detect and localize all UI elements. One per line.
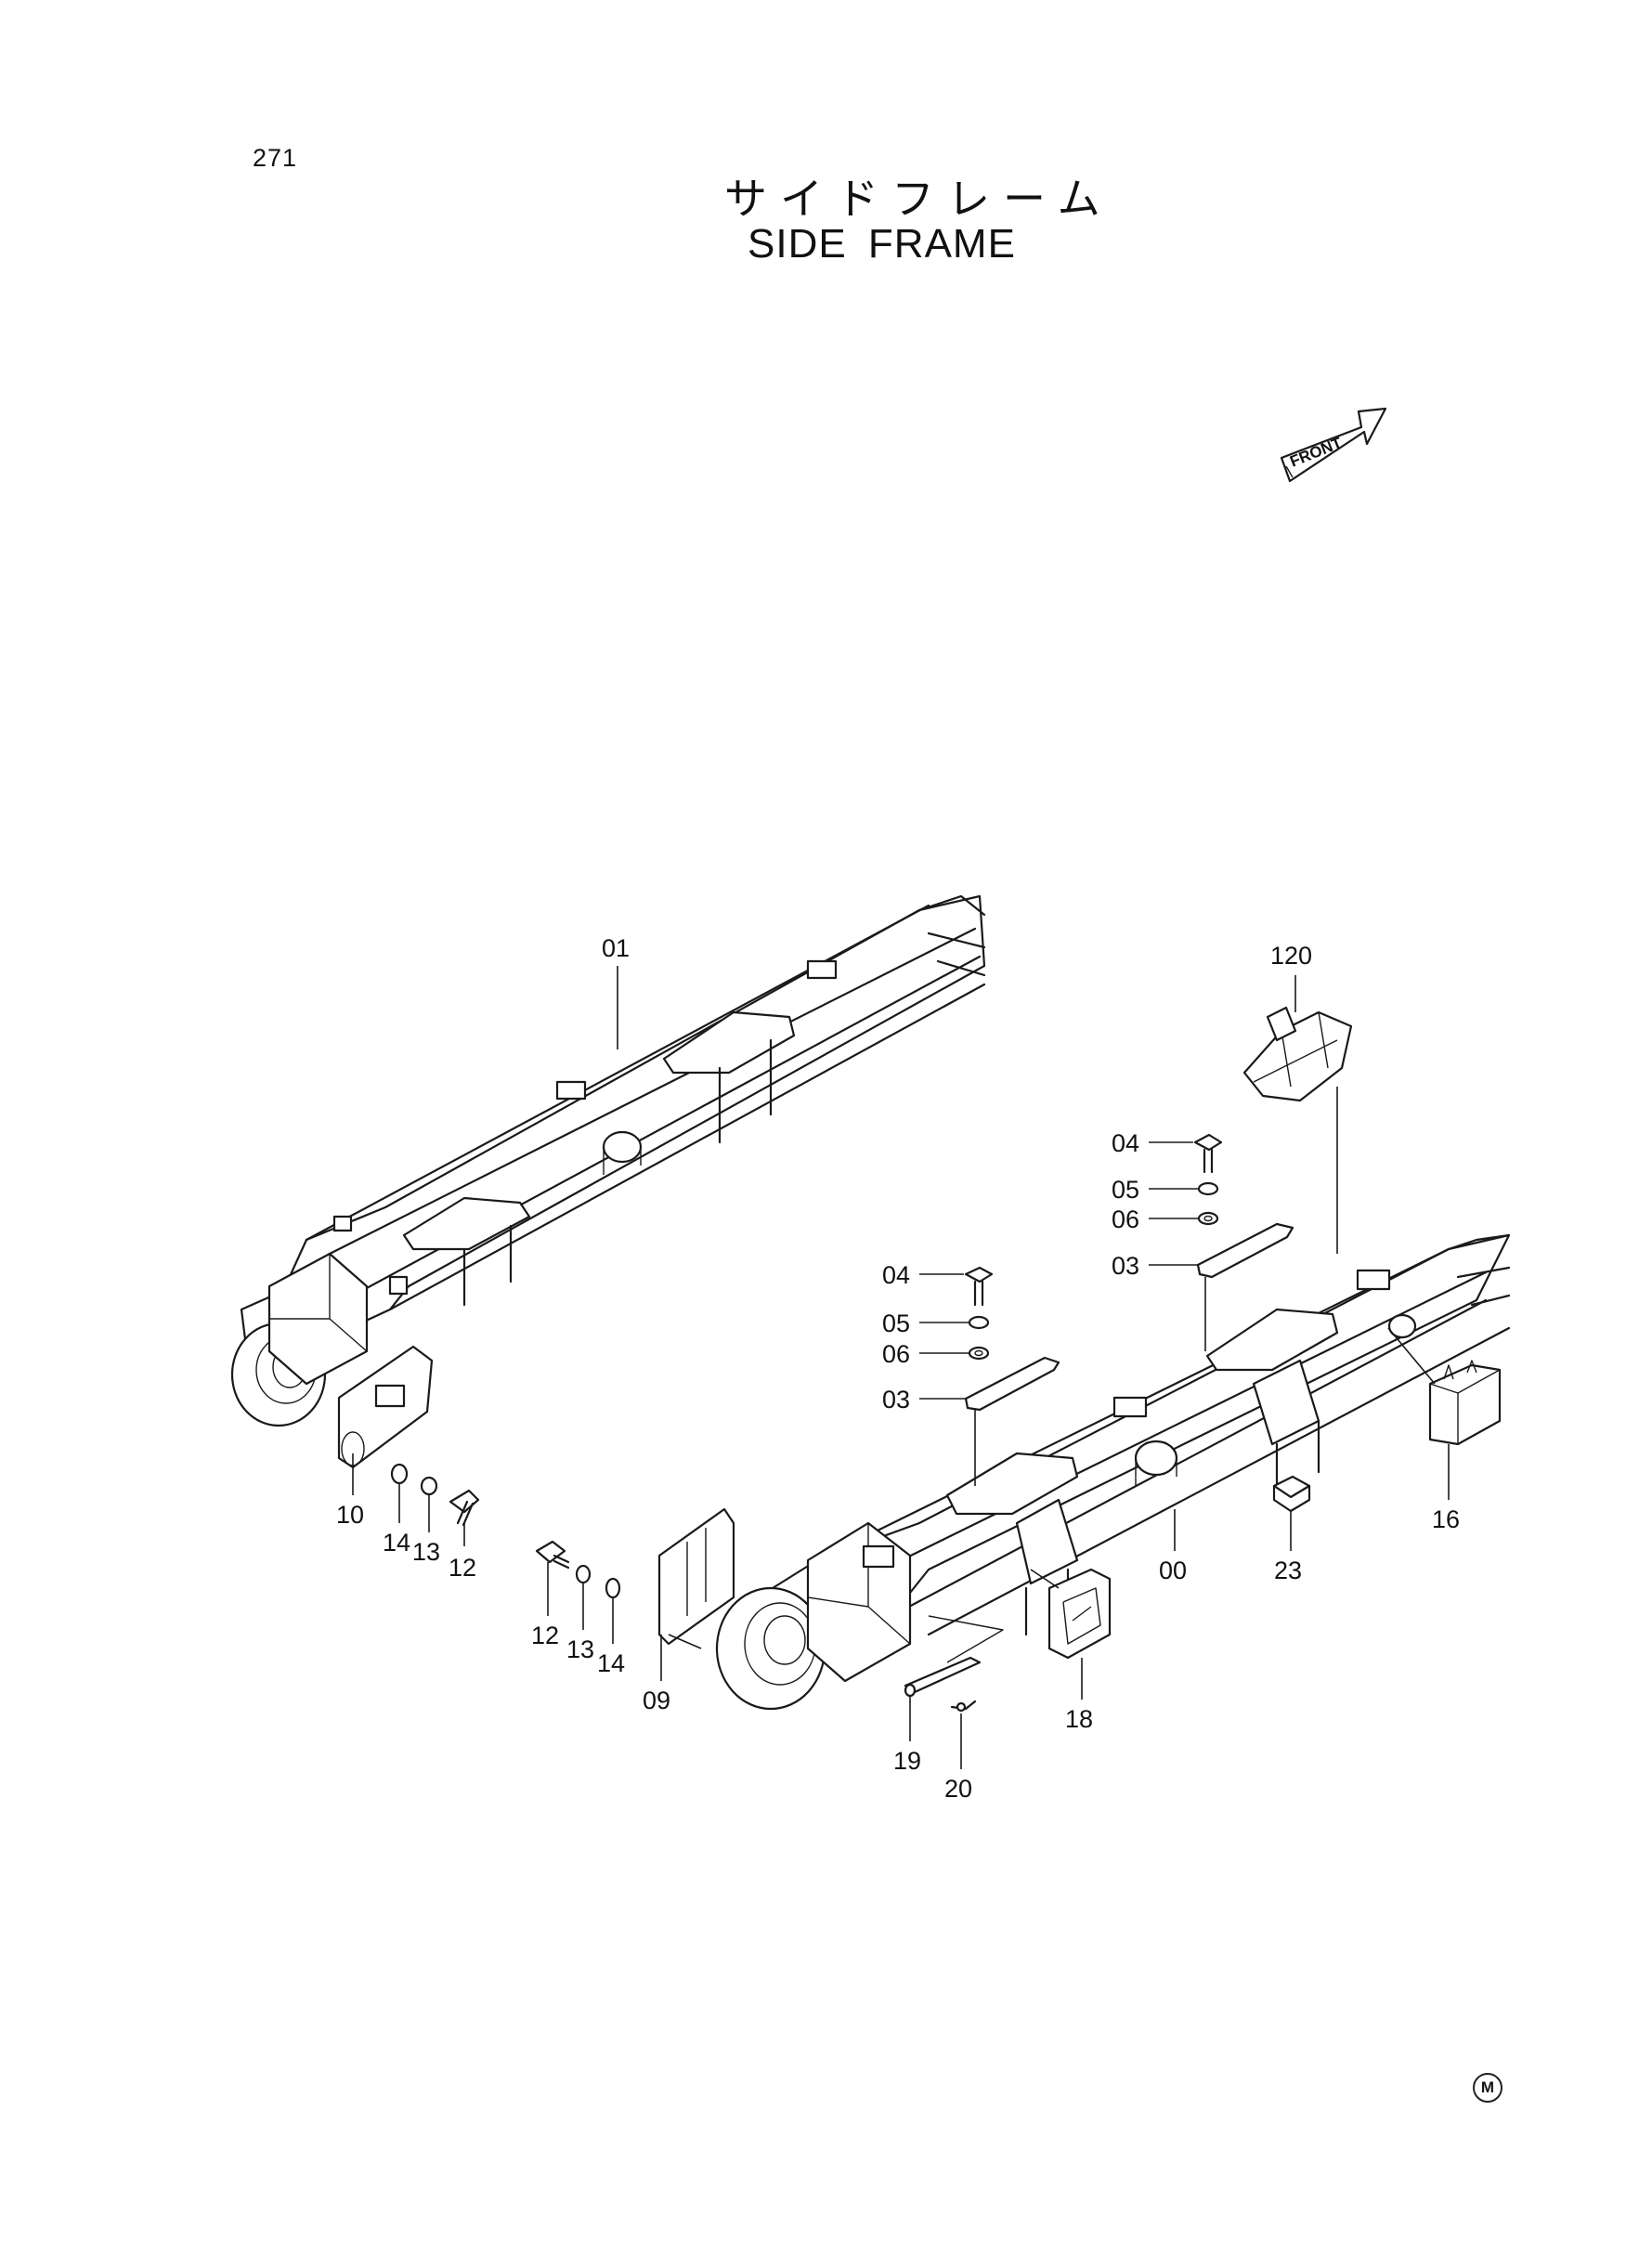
callout-18: 18 — [1065, 1705, 1093, 1733]
pad-18 — [1047, 1568, 1112, 1660]
bolt-12-left — [449, 1489, 480, 1527]
pin-19 — [904, 1656, 982, 1698]
title-japanese: サイドフレーム — [724, 174, 1113, 224]
callout-06-upper: 06 — [1112, 1205, 1139, 1233]
callout-14-left: 14 — [383, 1529, 410, 1557]
title-english: SIDE FRAME — [748, 221, 1016, 267]
callout-09: 09 — [643, 1687, 670, 1714]
callout-13-middle: 13 — [566, 1635, 594, 1663]
callout-04-lower: 04 — [882, 1261, 910, 1289]
fastener-set-a — [964, 1266, 1060, 1412]
pad-23 — [1272, 1475, 1311, 1513]
fastener-set-b — [1193, 1133, 1294, 1279]
page-number: 271 — [253, 144, 298, 172]
callout-05-lower: 05 — [882, 1309, 910, 1337]
side-frame-01 — [230, 894, 986, 1427]
callout-10: 10 — [336, 1501, 364, 1529]
callout-03-upper: 03 — [1112, 1252, 1139, 1280]
callout-03-lower: 03 — [882, 1386, 910, 1414]
callout-14-middle: 14 — [597, 1649, 625, 1677]
callout-120: 120 — [1270, 942, 1312, 970]
callout-04-upper: 04 — [1112, 1129, 1139, 1157]
callout-01: 01 — [602, 934, 630, 962]
callout-12-left: 12 — [449, 1554, 476, 1582]
block-16 — [1428, 1360, 1502, 1446]
front-arrow-icon: FRONT — [1280, 407, 1387, 483]
callout-20: 20 — [944, 1775, 972, 1803]
callout-05-upper: 05 — [1112, 1176, 1139, 1204]
bolt-12-middle — [535, 1540, 570, 1570]
guard-120 — [1242, 1006, 1353, 1102]
callout-12-middle: 12 — [531, 1622, 559, 1649]
side-frame-00 — [715, 1233, 1511, 1711]
callout-13-left: 13 — [412, 1538, 440, 1566]
cover-plate-09 — [657, 1507, 735, 1646]
pin-20 — [950, 1700, 977, 1713]
callout-16: 16 — [1432, 1505, 1460, 1533]
callout-19: 19 — [893, 1747, 921, 1775]
callout-06-lower: 06 — [882, 1340, 910, 1368]
callout-23: 23 — [1274, 1557, 1302, 1584]
callout-00: 00 — [1159, 1557, 1187, 1584]
cover-plate-10 — [337, 1345, 434, 1469]
front-label: FRONT — [1287, 434, 1345, 471]
corner-mark-m: M — [1473, 2073, 1502, 2103]
